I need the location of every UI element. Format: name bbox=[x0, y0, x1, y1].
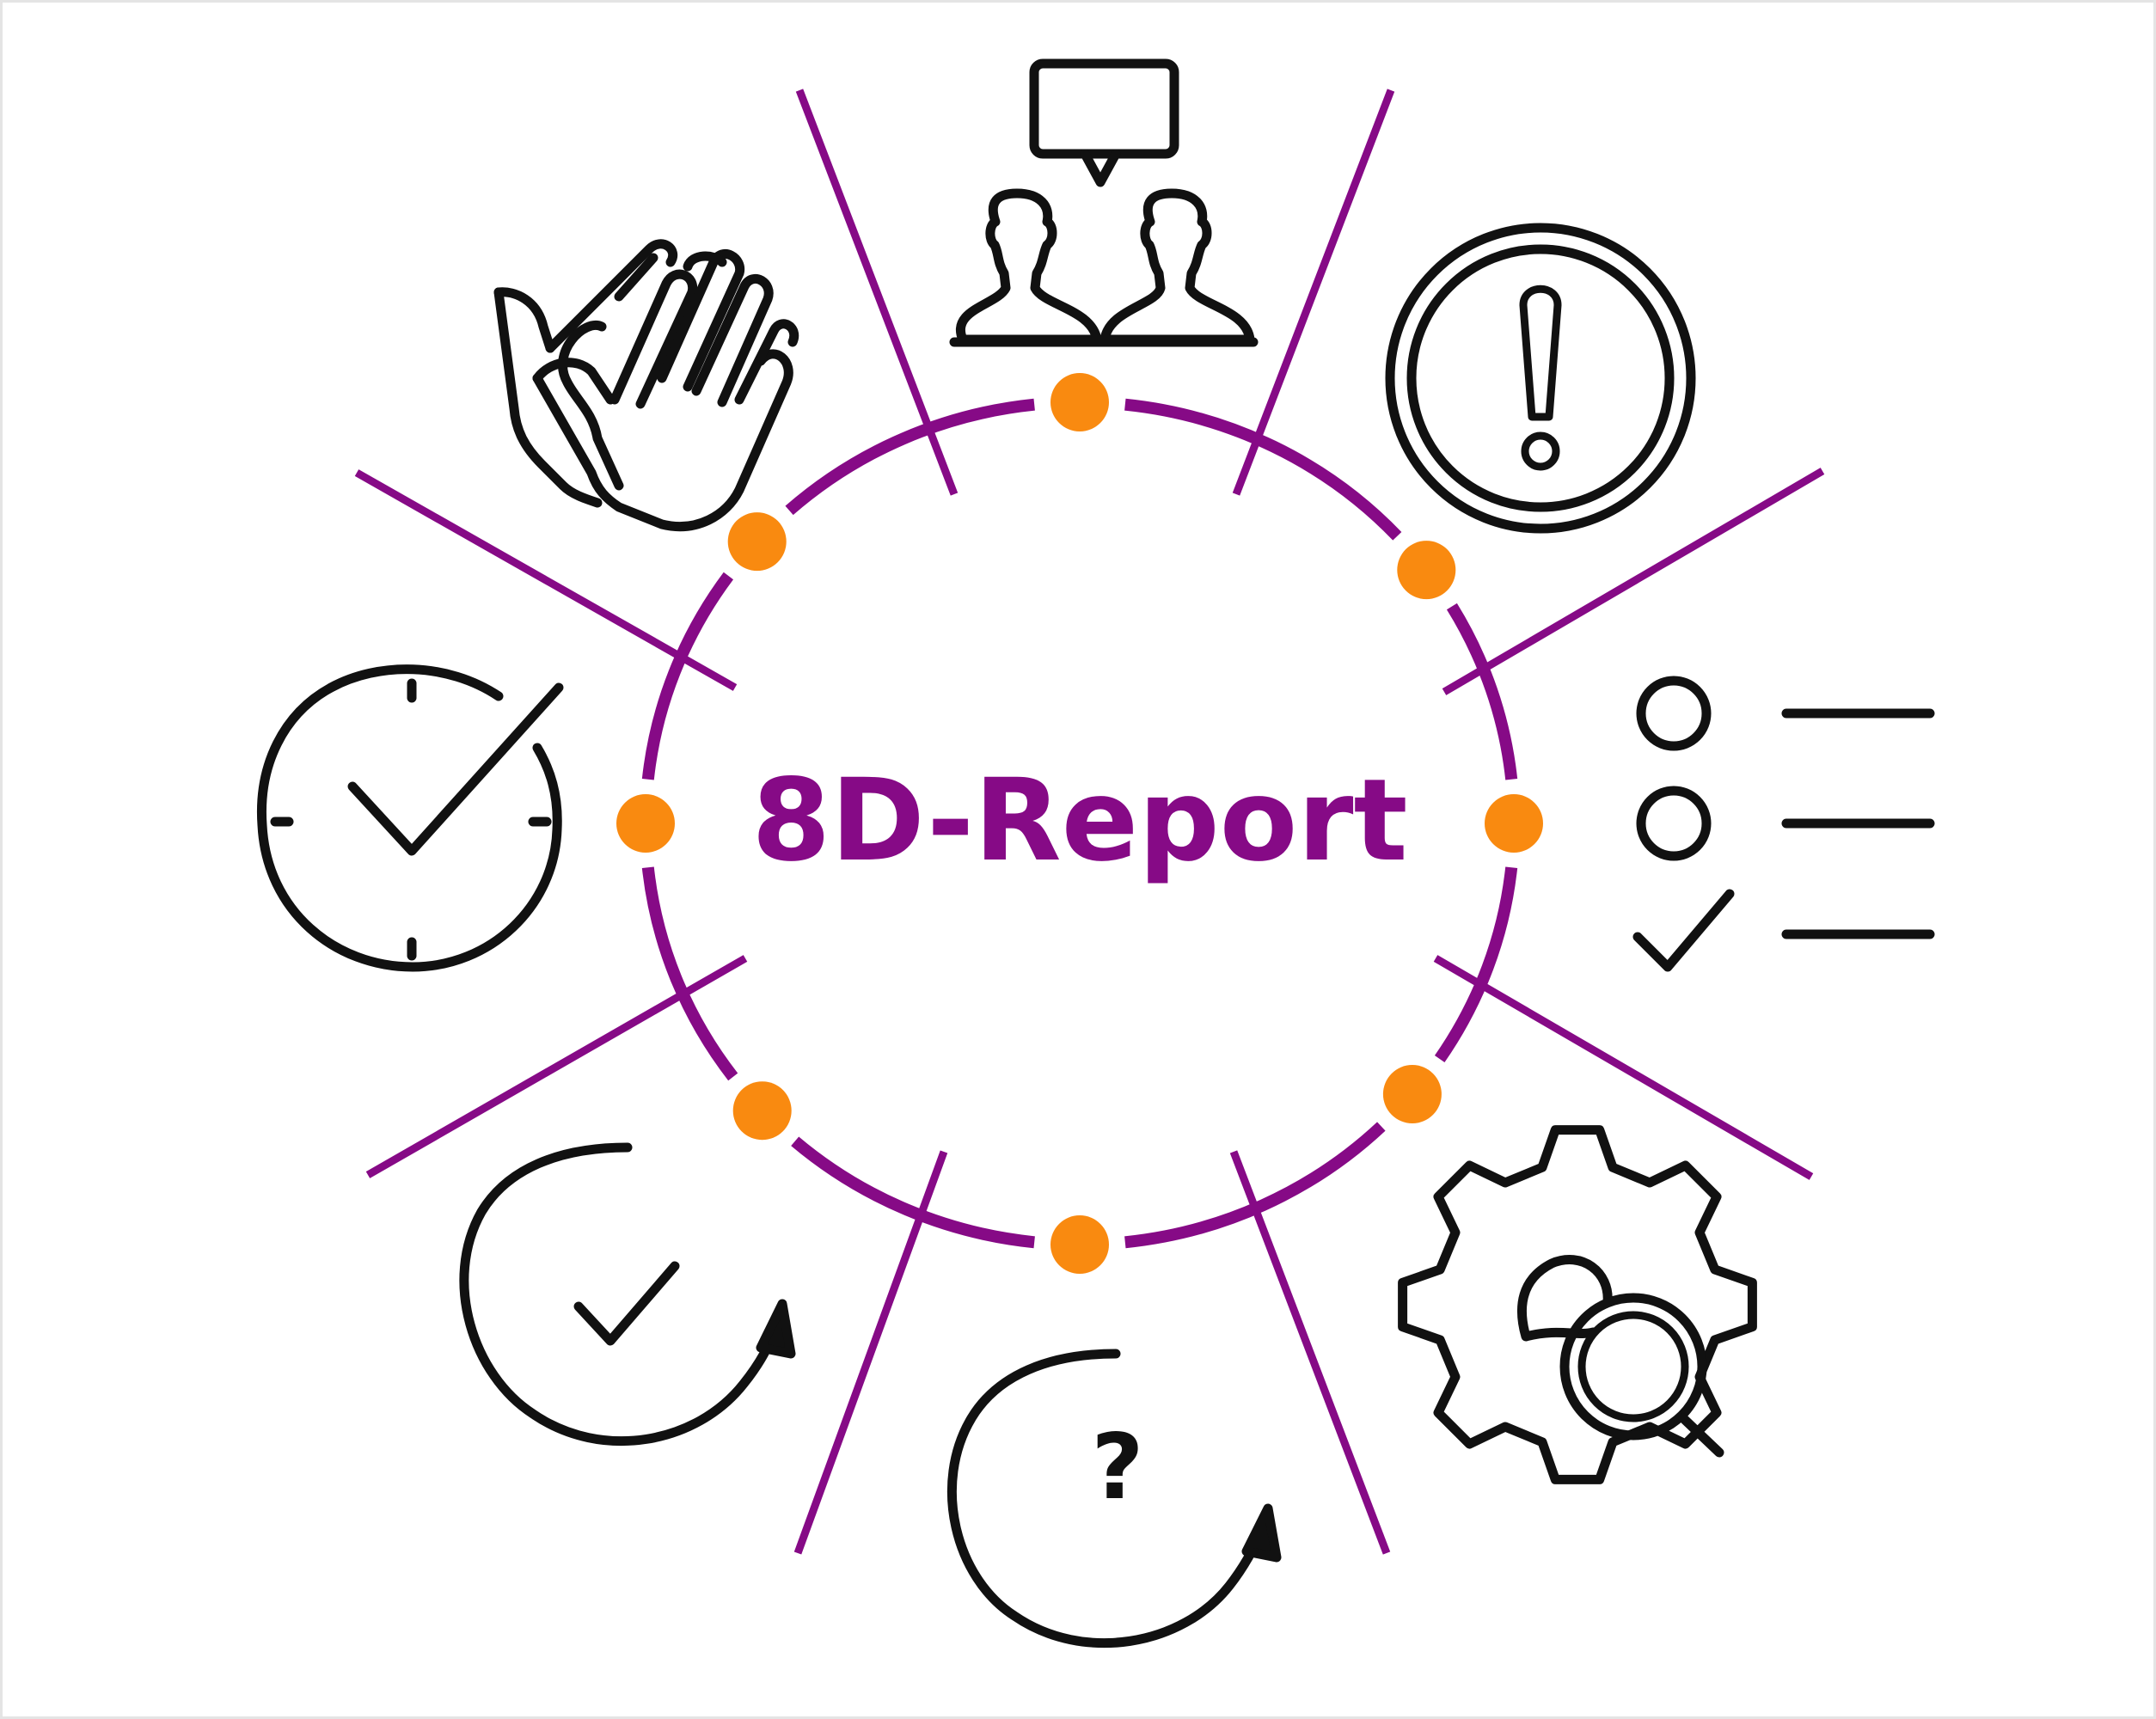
clock-check-icon bbox=[256, 664, 564, 972]
gear-magnifier-icon bbox=[1398, 1125, 1757, 1484]
ring-node bbox=[1050, 1215, 1109, 1274]
team-meeting-icon bbox=[949, 58, 1259, 347]
ring-node bbox=[616, 794, 675, 853]
ring-segment bbox=[1446, 603, 1518, 780]
radial-spoke bbox=[1229, 1150, 1391, 1555]
ring-segment bbox=[1124, 1122, 1386, 1249]
ring-node bbox=[1397, 541, 1456, 600]
ring-node bbox=[732, 1081, 792, 1141]
cycle-question-icon: ? bbox=[946, 1349, 1282, 1649]
ring-segment bbox=[1124, 398, 1402, 541]
ring-node bbox=[1382, 1065, 1442, 1123]
ring-node bbox=[1485, 794, 1543, 853]
ring-segment bbox=[641, 572, 734, 780]
diagram-title: 8D-Report bbox=[751, 755, 1407, 887]
radial-spoke bbox=[1442, 468, 1825, 695]
radial-spoke bbox=[1433, 955, 1814, 1180]
ring-node bbox=[727, 512, 787, 572]
radial-spokes bbox=[354, 89, 1825, 1555]
cycle-check-icon bbox=[459, 1142, 796, 1447]
ring-segment bbox=[791, 1136, 1035, 1249]
radial-spoke bbox=[365, 955, 748, 1178]
ring-segment bbox=[785, 398, 1035, 516]
clapping-hands-icon bbox=[493, 239, 799, 532]
ring-segment bbox=[641, 866, 738, 1081]
checklist-icon bbox=[1632, 676, 1935, 972]
radial-spoke bbox=[354, 469, 738, 691]
ring-nodes bbox=[609, 366, 1550, 1281]
radial-spoke bbox=[1232, 89, 1395, 496]
ring-segment bbox=[1434, 866, 1518, 1062]
svg-text:?: ? bbox=[1092, 1415, 1144, 1520]
ring-node bbox=[1050, 373, 1109, 431]
alert-circle-icon bbox=[1385, 223, 1696, 534]
central-ring bbox=[641, 398, 1518, 1249]
